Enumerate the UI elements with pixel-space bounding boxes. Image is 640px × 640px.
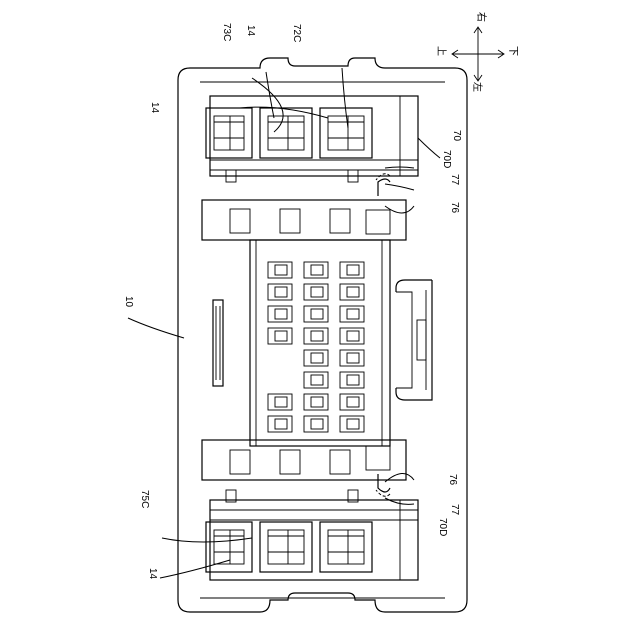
small-cavity-inner bbox=[275, 419, 287, 429]
small-cavity bbox=[304, 350, 328, 366]
label-77-top: 77 bbox=[449, 174, 460, 186]
small-cavity bbox=[304, 372, 328, 388]
small-cavity bbox=[340, 306, 364, 322]
small-cavity bbox=[304, 284, 328, 300]
small-cavity-inner bbox=[311, 265, 323, 275]
center-field bbox=[250, 240, 390, 446]
small-cavity bbox=[340, 372, 364, 388]
terminal-cavity-top-2 bbox=[260, 108, 312, 158]
small-cavity-inner bbox=[275, 287, 287, 297]
upper-band bbox=[210, 96, 418, 182]
small-cavity-inner bbox=[347, 397, 359, 407]
small-cavity-grid bbox=[268, 262, 364, 432]
small-cavity-inner bbox=[311, 397, 323, 407]
small-cavity bbox=[304, 416, 328, 432]
small-cavity bbox=[340, 416, 364, 432]
label-14-top-a: 14 bbox=[245, 25, 256, 37]
direction-left-label: 左 bbox=[471, 82, 484, 92]
small-cavity-inner bbox=[311, 287, 323, 297]
small-cavity bbox=[268, 394, 292, 410]
label-72c: 72C bbox=[291, 24, 302, 42]
slot-hole bbox=[213, 300, 223, 386]
small-cavity bbox=[340, 262, 364, 278]
small-cavity-inner bbox=[311, 419, 323, 429]
label-77-bottom: 77 bbox=[449, 504, 460, 516]
label-76-bottom: 76 bbox=[447, 474, 458, 486]
small-cavity bbox=[304, 394, 328, 410]
housing-outline bbox=[178, 58, 467, 612]
small-cavity bbox=[304, 306, 328, 322]
small-cavity bbox=[304, 328, 328, 344]
small-cavity bbox=[304, 262, 328, 278]
lock-band-top bbox=[202, 200, 406, 240]
terminal-cavity-top-3 bbox=[206, 108, 252, 158]
small-cavity bbox=[268, 306, 292, 322]
reference-labels: 73C 14 72C 14 70 70D 77 76 10 76 77 70D … bbox=[123, 23, 462, 580]
small-cavity bbox=[340, 284, 364, 300]
small-cavity-inner bbox=[311, 353, 323, 363]
direction-down-label: 下 bbox=[507, 46, 518, 56]
small-cavity-inner bbox=[347, 419, 359, 429]
small-cavity bbox=[340, 394, 364, 410]
label-70d-top: 70D bbox=[441, 150, 452, 168]
label-70: 70 bbox=[451, 130, 462, 142]
small-cavity-inner bbox=[275, 309, 287, 319]
small-cavity-inner bbox=[275, 331, 287, 341]
small-cavity bbox=[340, 328, 364, 344]
label-10: 10 bbox=[123, 296, 134, 308]
small-cavity bbox=[268, 262, 292, 278]
small-cavity bbox=[268, 416, 292, 432]
small-cavity-inner bbox=[275, 397, 287, 407]
label-73c: 73C bbox=[221, 23, 232, 41]
label-76-top: 76 bbox=[449, 202, 460, 214]
direction-labels: 右 上 下 左 bbox=[435, 12, 518, 92]
small-cavity-inner bbox=[311, 375, 323, 385]
direction-up-label: 上 bbox=[435, 46, 447, 56]
small-cavity-inner bbox=[311, 331, 323, 341]
small-cavity-inner bbox=[347, 309, 359, 319]
hook-bottom bbox=[376, 474, 390, 496]
small-cavity-inner bbox=[347, 287, 359, 297]
small-cavity bbox=[340, 350, 364, 366]
small-cavity-inner bbox=[347, 353, 359, 363]
direction-right-label: 右 bbox=[475, 12, 488, 22]
label-14-top-b: 14 bbox=[149, 102, 160, 114]
label-75c: 75C bbox=[139, 490, 150, 508]
small-cavity-inner bbox=[275, 265, 287, 275]
terminal-cavity-bottom-2 bbox=[260, 522, 312, 572]
small-cavity-inner bbox=[311, 309, 323, 319]
side-latch bbox=[396, 280, 432, 400]
direction-cross bbox=[452, 27, 504, 81]
small-cavity bbox=[268, 328, 292, 344]
small-cavity-inner bbox=[347, 375, 359, 385]
small-cavity bbox=[268, 284, 292, 300]
small-cavity-inner bbox=[347, 265, 359, 275]
label-14-bottom: 14 bbox=[147, 568, 158, 580]
lower-band bbox=[210, 490, 418, 580]
label-70d-bottom: 70D bbox=[437, 518, 448, 536]
small-cavity-inner bbox=[347, 331, 359, 341]
terminal-cavity-bottom-1 bbox=[320, 522, 372, 572]
